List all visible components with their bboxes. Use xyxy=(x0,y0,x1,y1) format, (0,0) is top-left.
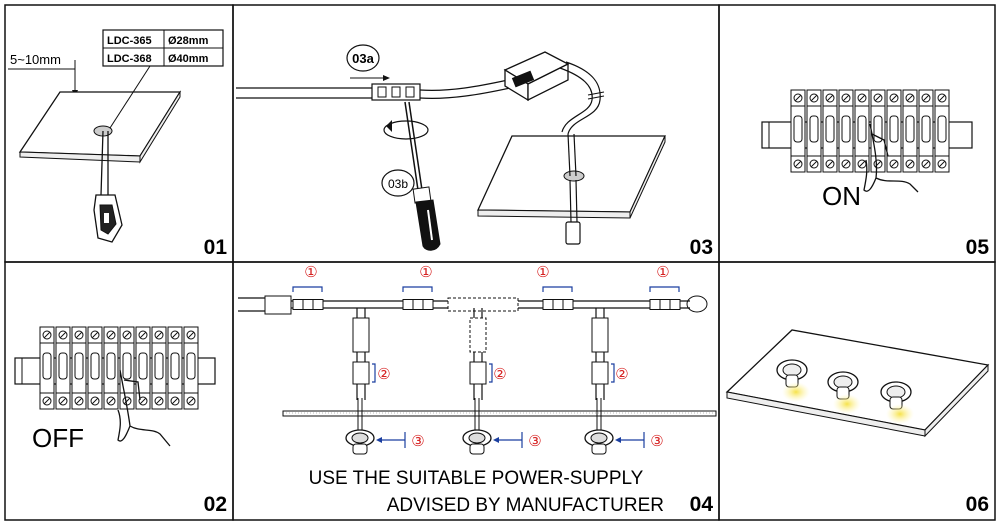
spec-model-2: LDC-368 xyxy=(107,53,152,65)
state-off-label: OFF xyxy=(32,423,84,453)
terminal-block xyxy=(371,83,421,101)
callout-03b: 03b xyxy=(388,177,408,191)
mains-cable xyxy=(236,87,372,99)
panel-number-06: 06 xyxy=(966,493,989,516)
marker-2-group: ② ② ② xyxy=(372,363,629,383)
callout-03a: 03a xyxy=(352,51,374,66)
rotate-arrow-icon xyxy=(383,120,429,140)
notice-line-2: ADVISED BY MANUFACTURER xyxy=(387,495,664,516)
spec-hole-1: Ø28mm xyxy=(168,35,209,47)
marker-1-c: ① xyxy=(536,264,549,281)
plug-connector xyxy=(565,221,581,245)
marker-2-a: ② xyxy=(377,366,390,383)
hand-icon xyxy=(863,123,919,193)
panel-number-03: 03 xyxy=(690,236,713,259)
panel-number-01: 01 xyxy=(204,236,228,259)
led-driver xyxy=(503,51,570,102)
spec-model-1: LDC-365 xyxy=(107,35,152,47)
panel-04: ① ① ① ① ② ② ② ③ ③ ③ US xyxy=(238,264,717,516)
ceiling-board xyxy=(18,90,182,164)
marker-1-group: ① ① ① ① xyxy=(292,264,680,292)
hole-saw-icon xyxy=(93,130,123,243)
marker-3-b: ③ xyxy=(528,433,541,450)
marker-1-b: ① xyxy=(419,264,432,281)
marker-2-b: ② xyxy=(493,366,506,383)
ceiling-board xyxy=(476,135,667,219)
hand-icon xyxy=(117,369,171,447)
marker-3-group: ③ ③ ③ xyxy=(376,432,664,450)
end-cap xyxy=(686,295,708,313)
hole-spec-table: LDC-365 Ø28mm LDC-368 Ø40mm xyxy=(102,29,224,67)
panel-03: 03a 03b 03 xyxy=(236,44,713,259)
panel-grid xyxy=(4,4,996,521)
marker-3-a: ③ xyxy=(411,433,424,450)
panel-05: ON 05 xyxy=(761,89,990,259)
gap-label: 5~10mm xyxy=(10,52,61,67)
panel-number-02: 02 xyxy=(204,493,227,516)
panel-06: 06 xyxy=(725,329,990,516)
panel-number-04: 04 xyxy=(690,493,714,516)
marker-1-a: ① xyxy=(304,264,317,281)
state-on-label: ON xyxy=(822,181,861,211)
marker-2-c: ② xyxy=(615,366,628,383)
spec-hole-2: Ø40mm xyxy=(168,53,209,65)
panel-number-05: 05 xyxy=(966,236,990,259)
ceiling-surface xyxy=(282,410,717,417)
panel-02: OFF 02 xyxy=(14,326,227,516)
notice-line-1: USE THE SUITABLE POWER-SUPPLY xyxy=(309,468,644,489)
screwdriver-icon xyxy=(404,101,441,251)
panel-01: LDC-365 Ø28mm LDC-368 Ø40mm 5~10mm 01 xyxy=(8,29,228,259)
marker-1-d: ① xyxy=(656,264,669,281)
marker-3-c: ③ xyxy=(650,433,663,450)
